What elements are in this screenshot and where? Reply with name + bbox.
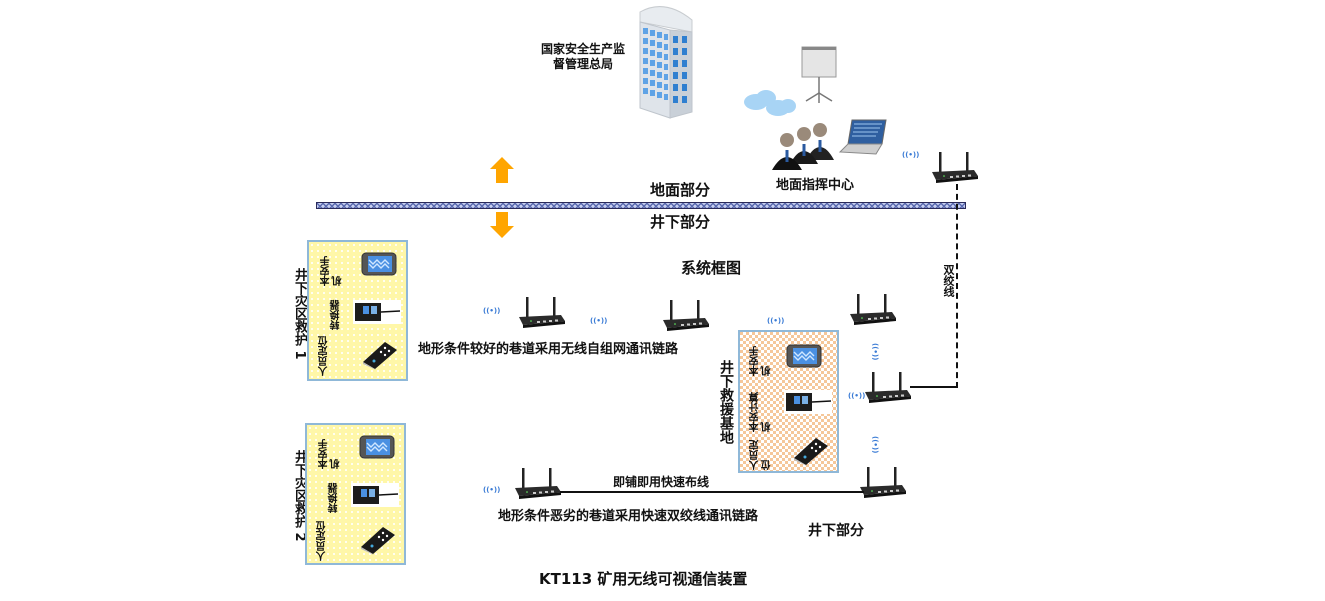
- converter-icon: [351, 483, 399, 507]
- device-label: 本安手机: [319, 439, 342, 469]
- base-router-icon: [863, 370, 913, 404]
- wireless-signal-icon: ((•)): [871, 436, 879, 454]
- surface-underground-divider: [316, 202, 966, 209]
- arrow-down-icon: [490, 212, 514, 238]
- command-staff-icon: [772, 123, 834, 170]
- phone-icon: [786, 344, 822, 368]
- rescue-point-2-title: 井下灾区救护 2: [292, 450, 307, 542]
- rescue-point-2-panel: 本安手机 转换器 人员定位: [305, 423, 406, 565]
- building-label: 国家安全生产监 督管理总局: [533, 42, 633, 72]
- twisted-pair-cable: [956, 184, 958, 388]
- device-name-title: KT113 矿用无线可视通信装置: [539, 570, 748, 588]
- device-label: 人员定位: [317, 521, 328, 561]
- underground-section-label-bottom: 井下部分: [808, 523, 864, 539]
- mesh-router-icon: [517, 295, 567, 329]
- wireless-signal-icon: ((•)): [590, 317, 608, 325]
- surface-section-label: 地面部分: [650, 181, 711, 199]
- base-router-icon: [858, 465, 908, 499]
- base-router-icon: [848, 292, 898, 326]
- quick-deploy-cable-label: 即铺即用快速布线: [613, 475, 710, 489]
- laptop-icon: [838, 119, 887, 155]
- device-label: 人员定位: [750, 440, 773, 470]
- device-label: 本安手机: [750, 346, 773, 376]
- wireless-link-description: 地形条件较好的巷道采用无线自组网通讯链路: [418, 342, 679, 357]
- converter-icon: [353, 300, 401, 324]
- rescue-point-1-title: 井下灾区救护 1: [292, 268, 307, 360]
- mesh-router-icon: [661, 298, 711, 332]
- device-label: 转换器: [329, 483, 340, 513]
- wireless-signal-icon: ((•)): [871, 343, 879, 361]
- computer-icon: [784, 390, 832, 414]
- wireless-signal-icon: ((•)): [483, 307, 501, 315]
- phone-icon: [359, 435, 395, 459]
- cloud-icon: [744, 90, 796, 116]
- quick-deploy-cable: [560, 491, 864, 493]
- wireless-signal-icon: ((•)): [483, 486, 501, 494]
- device-label: 本安手机: [321, 256, 344, 286]
- building-label-line2: 督管理总局: [552, 57, 613, 71]
- twisted-pair-label: 双绞线: [942, 264, 955, 297]
- rescue-base-title: 井下救援基地: [718, 360, 734, 444]
- locator-icon: [357, 525, 397, 555]
- locator-icon: [359, 340, 399, 370]
- wired-link-description: 地形条件恶劣的巷道采用快速双绞线通讯链路: [498, 509, 759, 524]
- wireless-signal-icon: ((•)): [767, 317, 785, 325]
- device-label: 本安计算机: [750, 392, 773, 432]
- diagram-title: 系统框图: [681, 259, 742, 277]
- surface-router-icon: [930, 150, 980, 184]
- arrow-up-icon: [490, 157, 514, 183]
- wireless-signal-icon: ((•)): [848, 392, 866, 400]
- rescue-base-panel: 本安手机 本安计算机 人员定位: [738, 330, 839, 473]
- locator-icon: [790, 436, 830, 466]
- wireless-signal-icon: ((•)): [902, 151, 920, 159]
- phone-icon: [361, 252, 397, 276]
- command-center-label: 地面指挥中心: [776, 178, 855, 193]
- rescue-point-1-panel: 本安手机 转换器 人员定位: [307, 240, 408, 381]
- device-label: 转换器: [331, 300, 342, 330]
- government-building-icon: [639, 6, 693, 119]
- twisted-pair-connector: [910, 386, 958, 388]
- underground-section-label: 井下部分: [650, 213, 711, 231]
- device-label: 人员定位: [319, 336, 330, 376]
- building-label-line1: 国家安全生产监: [540, 42, 625, 56]
- projector-screen-icon: [801, 46, 837, 103]
- wired-router-icon: [513, 466, 563, 500]
